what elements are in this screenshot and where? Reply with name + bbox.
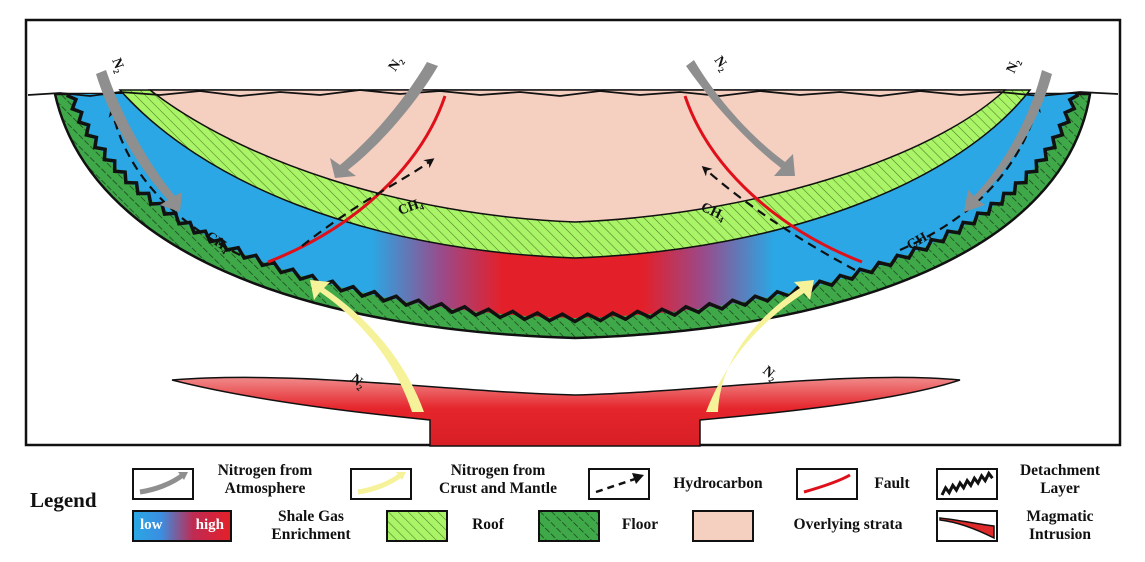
ramp-high-label: high	[195, 517, 224, 533]
ground-surface	[27, 89, 1119, 97]
legend-swatch-enrichment-ramp: low high	[132, 510, 232, 542]
n2-crust-arrows	[310, 280, 814, 412]
gray-curved-arrow-icon	[139, 472, 188, 495]
n2-label-left: N₂	[108, 56, 127, 75]
legend-label-fault: Fault	[874, 475, 910, 492]
legend-swatch-overlying	[692, 510, 754, 542]
legend-label-roof: Roof	[472, 516, 504, 533]
legend-swatch-n2-atmosphere	[132, 468, 194, 500]
legend-swatch-n2-crust	[350, 468, 412, 500]
yellow-arrow-left	[310, 280, 424, 412]
n2-label-center-left: N₂	[386, 54, 406, 74]
legend-swatch-magmatic	[936, 510, 998, 542]
magmatic-intrusion	[171, 376, 961, 447]
gray-arrow-right	[964, 70, 1052, 212]
legend-label-floor: Floor	[621, 516, 659, 533]
legend-swatch-fault	[796, 468, 858, 500]
gray-arrow-center-left	[330, 62, 438, 178]
legend-label-overlying: Overlying strata	[793, 516, 903, 533]
dashed-arrow-icon	[595, 473, 644, 494]
legend-swatch-roof	[386, 510, 448, 542]
n2-label-right: N₂	[1004, 56, 1024, 75]
legend-title: Legend	[30, 488, 97, 512]
legend-swatch-hydrocarbon	[588, 468, 650, 500]
overlying-strata	[147, 89, 1007, 223]
gray-arrow-left	[96, 70, 182, 212]
red-line-icon	[803, 473, 851, 494]
n2-label-center-right: N₂	[711, 54, 731, 74]
legend-swatch-floor	[538, 510, 600, 542]
fault-right	[683, 95, 863, 264]
legend-swatch-detachment	[936, 468, 998, 500]
hydrocarbon-arrow-center-left	[301, 158, 435, 247]
hydrocarbon-arrow-left-flank	[108, 107, 241, 256]
yellow-curved-arrow-icon	[357, 472, 406, 495]
yellow-arrow-right	[706, 280, 814, 412]
n2-atmosphere-arrows	[96, 60, 1052, 212]
ramp-low-label: low	[140, 517, 163, 533]
detachment-layer	[65, 93, 1080, 324]
wavy-line-icon	[940, 470, 994, 496]
gray-arrow-center-right	[686, 60, 795, 176]
legend-label-hydrocarbon: Hydrocarbon	[673, 475, 763, 492]
